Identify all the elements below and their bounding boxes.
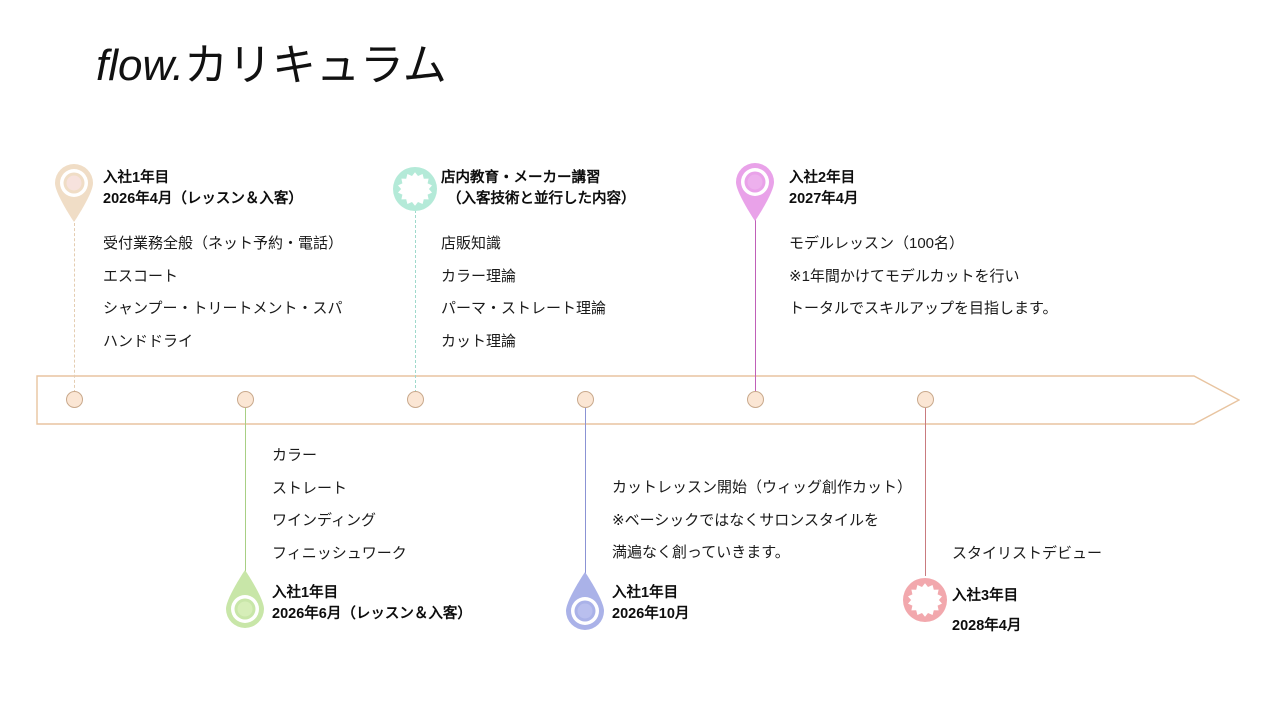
entry-5-body-line-2: ※1年間かけてモデルカットを行い: [789, 267, 1020, 285]
timeline-node-2[interactable]: [237, 391, 254, 408]
entry-5-head-line2: 2027年4月: [789, 191, 859, 207]
entry-2-heading: 入社1年目 2026年6月（レッスン＆入客）: [272, 583, 472, 625]
connector-line-2: [245, 400, 246, 572]
brand-name: flow.: [96, 41, 185, 90]
timeline-node-3[interactable]: [407, 391, 424, 408]
entry-3-body: 店販知識 カラー理論 パーマ・ストレート理論 カット理論: [441, 228, 606, 358]
entry-5-heading: 入社2年目 2027年4月: [789, 168, 858, 210]
entry-1-head-line1: 入社1年目: [103, 170, 170, 186]
entry-3-body-line-2: カラー理論: [441, 267, 517, 285]
entry-6-head-line2: 2028年4月: [952, 618, 1022, 634]
connector-line-3: [415, 210, 416, 398]
entry-2-head-line1: 入社1年目: [272, 585, 339, 601]
entry-1-body-line-2: エスコート: [103, 267, 179, 285]
entry-3-starburst-circle-icon[interactable]: [392, 166, 438, 212]
entry-1-body: 受付業務全般（ネット予約・電話） エスコート シャンプー・トリートメント・スパ …: [103, 228, 343, 358]
entry-4-body-line-3: 満遍なく創っていきます。: [612, 544, 790, 561]
entry-3-head-line2: （入客技術と並行した内容）: [447, 191, 636, 207]
entry-5-body-line-1: モデルレッスン（100名）: [789, 235, 965, 252]
entry-5-head-line1: 入社2年目: [789, 170, 856, 186]
entry-3-body-line-1: 店販知識: [441, 235, 502, 252]
entry-1-head-line2: 2026年4月（レッスン＆入客）: [103, 191, 303, 207]
timeline-node-1[interactable]: [66, 391, 83, 408]
entry-5-body: モデルレッスン（100名） ※1年間かけてモデルカットを行い トータルでスキルア…: [789, 228, 1058, 326]
entry-6-body-line-1: スタイリストデビュー: [952, 545, 1103, 562]
entry-4-head-line2: 2026年10月: [612, 606, 690, 622]
entry-6-head-line1: 入社3年目: [952, 588, 1019, 604]
connector-line-1: [74, 218, 75, 398]
entry-5-body-line-3: トータルでスキルアップを目指します。: [789, 300, 1058, 317]
timeline-node-5[interactable]: [747, 391, 764, 408]
entry-2-body-line-2: ストレート: [272, 479, 348, 497]
timeline-node-6[interactable]: [917, 391, 934, 408]
entry-4-body-line-1: カットレッスン開始（ウィッグ創作カット）: [612, 479, 913, 496]
entry-1-body-line-3: シャンプー・トリートメント・スパ: [103, 300, 343, 317]
entry-1-body-line-1: 受付業務全般（ネット予約・電話）: [103, 235, 344, 252]
entry-3-body-line-3: パーマ・ストレート理論: [441, 300, 607, 317]
entry-1-map-pin-icon[interactable]: [50, 161, 98, 223]
entry-1-heading: 入社1年目 2026年4月（レッスン＆入客）: [103, 168, 303, 210]
connector-line-4: [585, 400, 586, 575]
entry-4-body: カットレッスン開始（ウィッグ創作カット） ※ベーシックではなくサロンスタイルを …: [612, 472, 912, 570]
entry-1-body-line-4: ハンドドライ: [103, 332, 194, 350]
title-suffix: カリキュラム: [184, 41, 447, 90]
entry-2-map-pin-icon[interactable]: [221, 569, 269, 631]
entry-2-body: カラー ストレート ワインディング フィニッシュワーク: [272, 440, 407, 570]
entry-3-head-line1: 店内教育・メーカー講習: [441, 170, 601, 186]
entry-2-body-line-4: フィニッシュワーク: [272, 544, 407, 562]
entry-2-body-line-3: ワインディング: [272, 512, 376, 529]
entry-2-body-line-1: カラー: [272, 447, 318, 464]
entry-3-heading: 店内教育・メーカー講習 （入客技術と並行した内容）: [441, 168, 636, 210]
entry-6-heading: 入社3年目 2028年4月: [952, 581, 1021, 641]
connector-line-5: [755, 214, 756, 398]
entry-4-head-line1: 入社1年目: [612, 585, 679, 601]
entry-5-map-pin-icon[interactable]: [731, 160, 779, 222]
entry-4-body-line-2: ※ベーシックではなくサロンスタイルを: [612, 511, 879, 529]
page-title: flow.カリキュラム: [96, 38, 447, 94]
entry-6-starburst-circle-icon[interactable]: [902, 577, 948, 623]
timeline-node-4[interactable]: [577, 391, 594, 408]
entry-3-body-line-4: カット理論: [441, 332, 517, 350]
connector-line-6: [925, 400, 926, 576]
timeline-axis-arrow: [36, 375, 1240, 425]
entry-4-heading: 入社1年目 2026年10月: [612, 583, 689, 625]
entry-2-head-line2: 2026年6月（レッスン＆入客）: [272, 606, 472, 622]
entry-4-map-pin-icon[interactable]: [561, 571, 609, 633]
